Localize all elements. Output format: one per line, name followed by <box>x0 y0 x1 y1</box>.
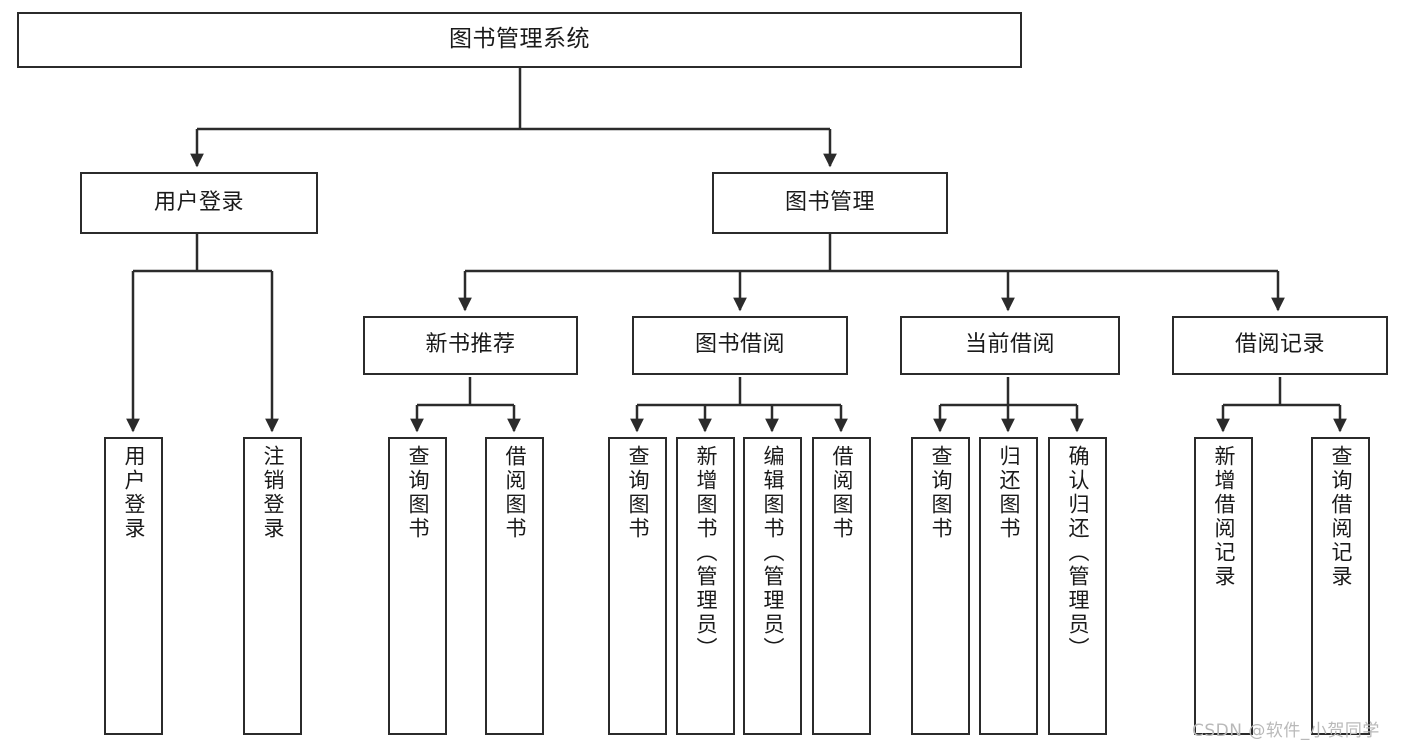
node-leaf-borrow-book-2-label: 借阅图书 <box>830 445 854 541</box>
node-leaf-query-record[interactable]: 查询借阅记录 <box>1311 437 1370 735</box>
node-new-book-rec-label: 新书推荐 <box>425 332 516 358</box>
node-leaf-query-book-1[interactable]: 查询图书 <box>388 437 447 735</box>
node-leaf-edit-book[interactable]: 编辑图书（管理员） <box>743 437 802 735</box>
node-borrow-record-label: 借阅记录 <box>1234 332 1325 358</box>
node-leaf-borrow-book-1-label: 借阅图书 <box>503 445 527 541</box>
node-borrow-record[interactable]: 借阅记录 <box>1172 316 1388 375</box>
node-leaf-confirm-return-label: 确认归还（管理员） <box>1066 445 1090 661</box>
node-user-login-label: 用户登录 <box>153 189 244 215</box>
csdn-watermark: CSDN @软件_小贺同学 <box>1192 721 1380 741</box>
node-leaf-edit-book-label: 编辑图书（管理员） <box>761 445 785 661</box>
node-book-borrow[interactable]: 图书借阅 <box>632 316 848 375</box>
node-leaf-borrow-book-1[interactable]: 借阅图书 <box>485 437 544 735</box>
node-leaf-add-record[interactable]: 新增借阅记录 <box>1194 437 1253 735</box>
node-leaf-query-record-label: 查询借阅记录 <box>1329 445 1353 589</box>
node-book-borrow-label: 图书借阅 <box>694 332 785 358</box>
node-leaf-query-book-2[interactable]: 查询图书 <box>608 437 667 735</box>
node-current-borrow[interactable]: 当前借阅 <box>900 316 1120 375</box>
node-root-label: 图书管理系统 <box>449 26 590 53</box>
node-leaf-query-book-3-label: 查询图书 <box>929 445 953 541</box>
node-new-book-rec[interactable]: 新书推荐 <box>363 316 578 375</box>
node-leaf-user-login-label: 用户登录 <box>122 445 146 541</box>
node-leaf-logout[interactable]: 注销登录 <box>243 437 302 735</box>
node-leaf-logout-label: 注销登录 <box>261 445 285 541</box>
node-book-manage-label: 图书管理 <box>784 189 875 215</box>
node-leaf-return-book[interactable]: 归还图书 <box>979 437 1038 735</box>
node-leaf-confirm-return[interactable]: 确认归还（管理员） <box>1048 437 1107 735</box>
node-leaf-add-book[interactable]: 新增图书（管理员） <box>676 437 735 735</box>
node-user-login[interactable]: 用户登录 <box>80 172 318 234</box>
node-leaf-query-book-2-label: 查询图书 <box>626 445 650 541</box>
node-leaf-add-record-label: 新增借阅记录 <box>1212 445 1236 589</box>
node-leaf-user-login[interactable]: 用户登录 <box>104 437 163 735</box>
node-leaf-return-book-label: 归还图书 <box>997 445 1021 541</box>
node-leaf-query-book-3[interactable]: 查询图书 <box>911 437 970 735</box>
node-current-borrow-label: 当前借阅 <box>964 332 1055 358</box>
node-leaf-borrow-book-2[interactable]: 借阅图书 <box>812 437 871 735</box>
node-root[interactable]: 图书管理系统 <box>17 12 1022 68</box>
node-leaf-add-book-label: 新增图书（管理员） <box>694 445 718 661</box>
node-book-manage[interactable]: 图书管理 <box>712 172 948 234</box>
node-leaf-query-book-1-label: 查询图书 <box>406 445 430 541</box>
